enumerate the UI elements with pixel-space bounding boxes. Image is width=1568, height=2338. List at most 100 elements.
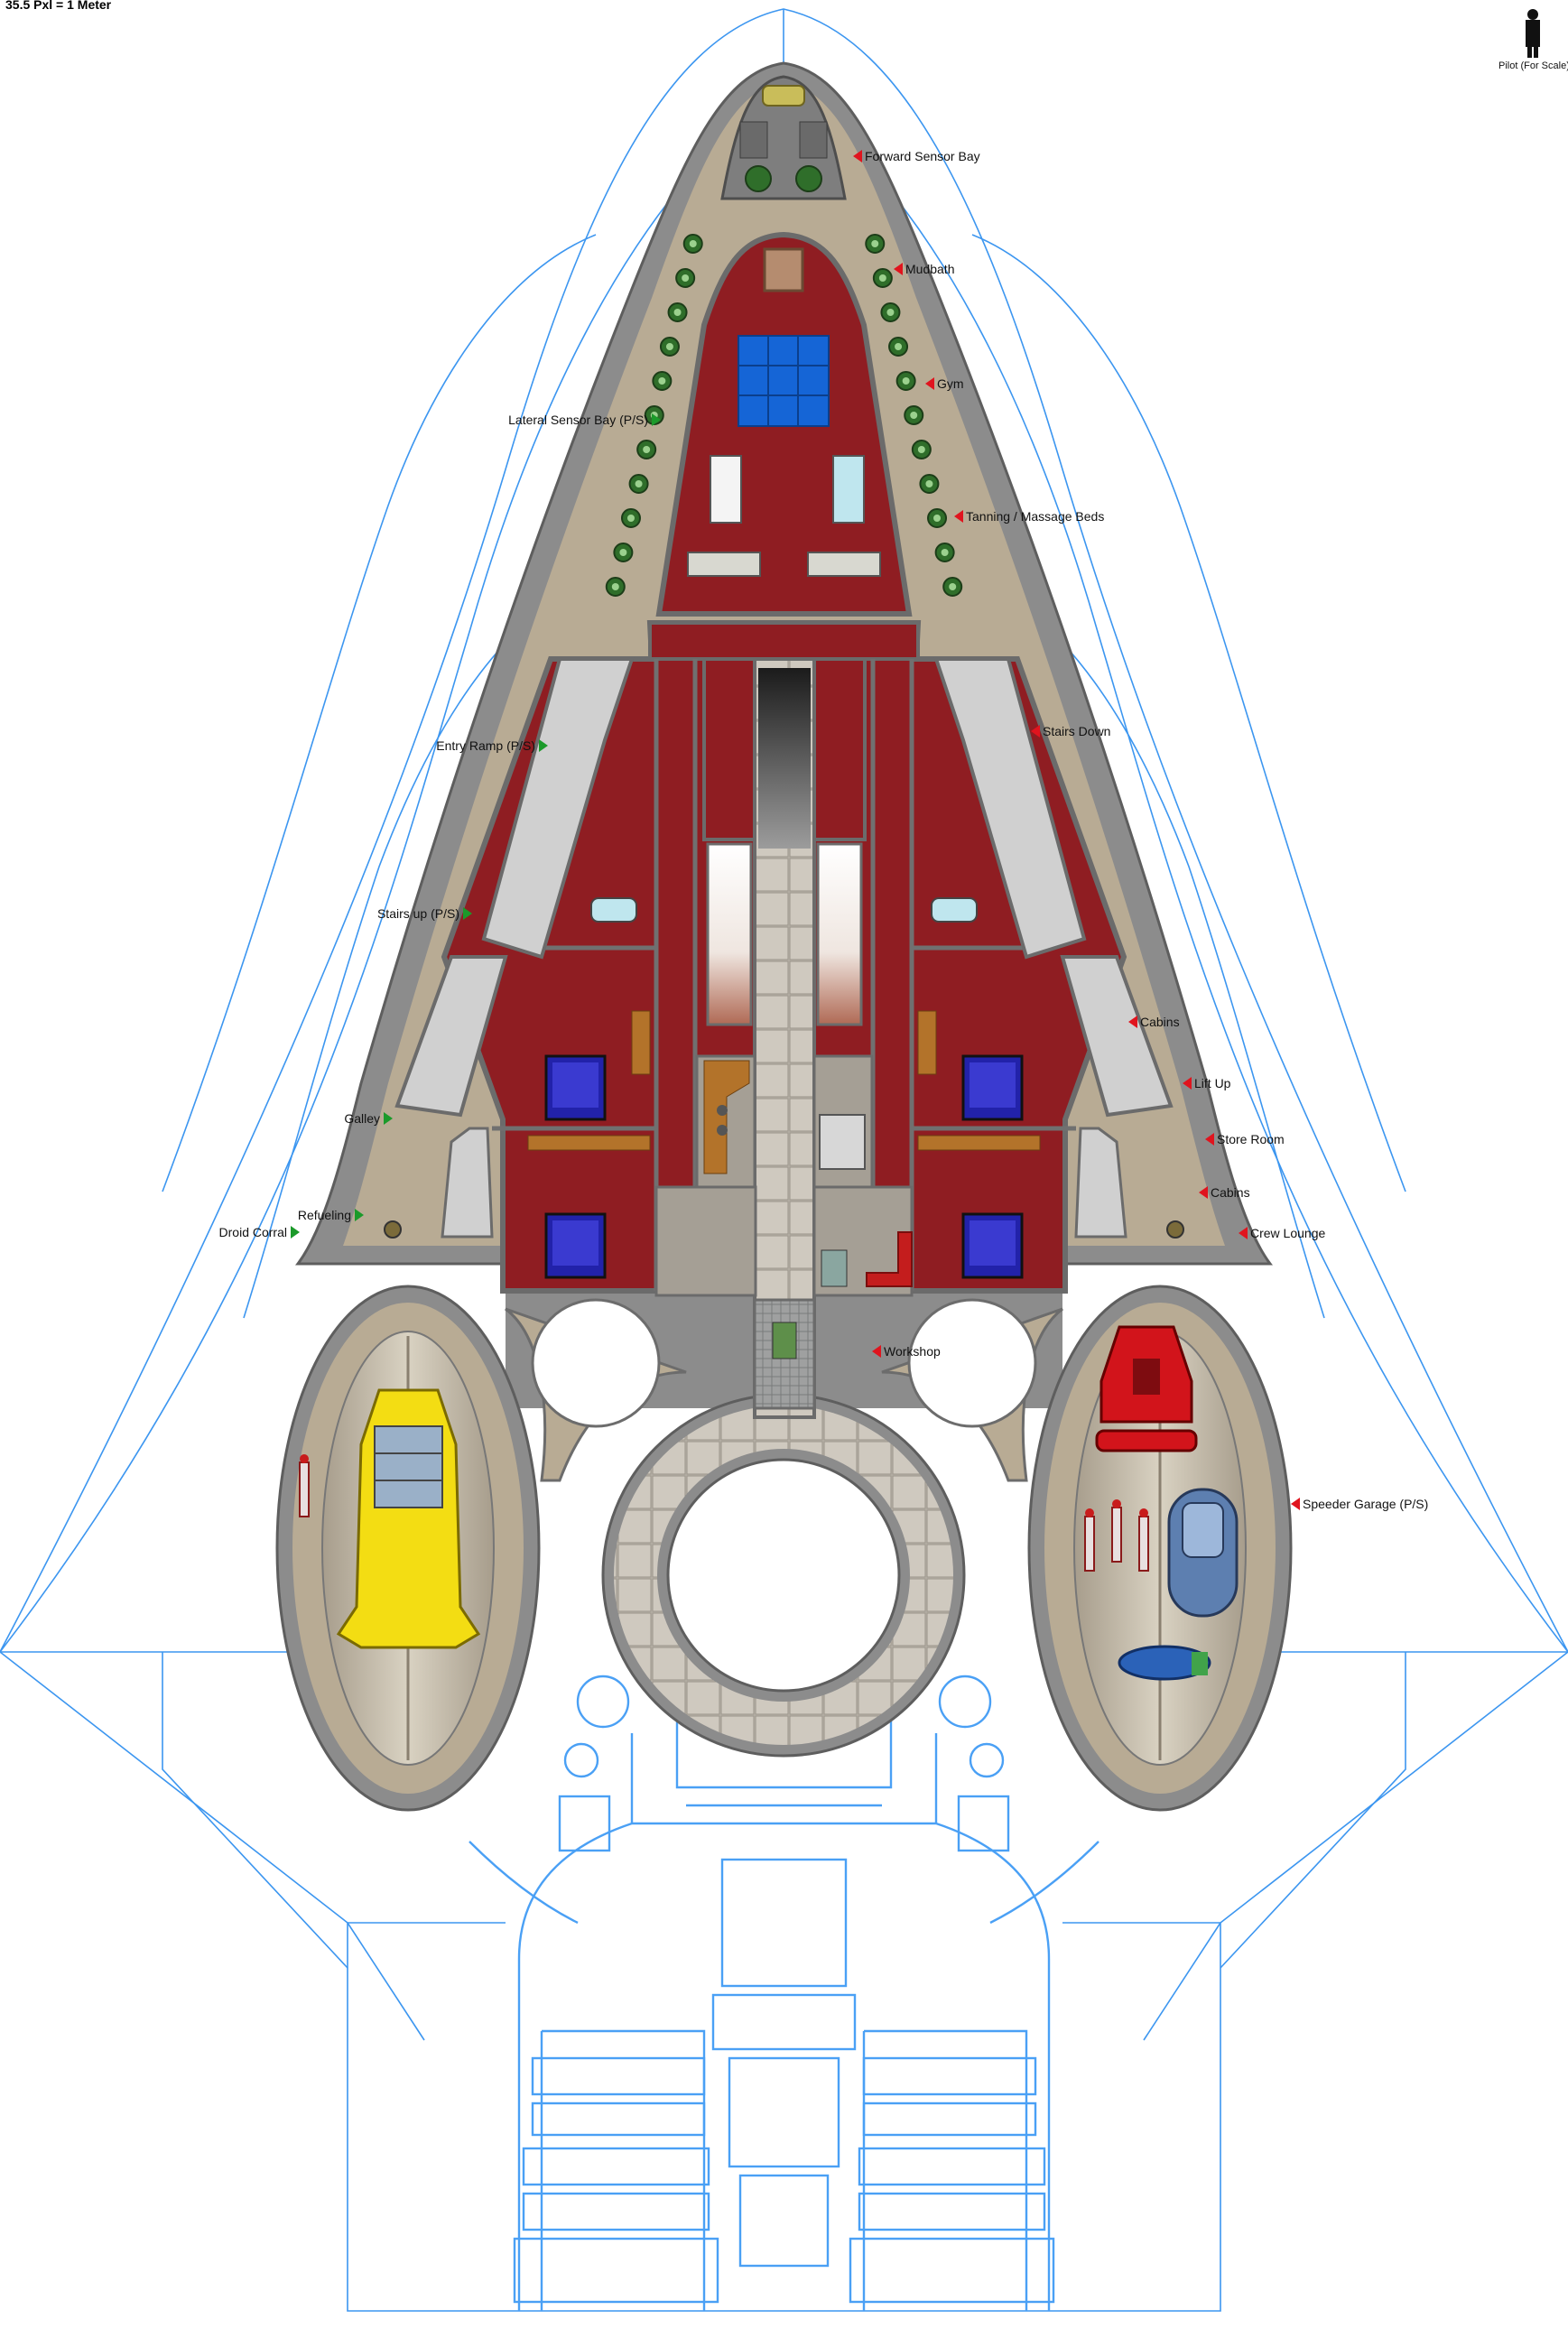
droid-head	[1112, 1499, 1121, 1508]
spa-room	[655, 231, 913, 617]
red-left-arrow-icon	[872, 1345, 881, 1358]
callout-label: Cabins	[1140, 1015, 1180, 1029]
entry-ramp-port	[481, 657, 635, 960]
green-right-arrow-icon	[355, 1209, 364, 1221]
scale-note: 35.5 Pxl = 1 Meter	[5, 0, 112, 12]
sensor-pod-core	[682, 274, 690, 282]
callout-label: Stairs up (P/S)	[377, 906, 459, 921]
green-right-arrow-icon	[384, 1112, 393, 1125]
forward-sensor-bay	[720, 75, 847, 200]
callout-label: Gym	[937, 376, 964, 391]
speeder-bike	[1118, 1645, 1211, 1681]
red-speeder	[1095, 1325, 1198, 1452]
sensor-pod-core	[933, 515, 942, 522]
sensor-pod-core	[925, 480, 933, 487]
callout-label: Forward Sensor Bay	[865, 149, 980, 163]
green-right-arrow-icon	[652, 413, 661, 426]
blue-speeder	[1167, 1488, 1239, 1618]
red-left-arrow-icon	[1205, 1133, 1214, 1146]
callout-label: Workshop	[884, 1344, 941, 1359]
droids	[299, 1454, 1149, 1572]
massage-bed	[807, 552, 881, 577]
left-callouts: Lateral Sensor Bay (P/S) Entry Ramp (P/S)…	[219, 413, 661, 1239]
callout-label: Lift Up	[1194, 1076, 1231, 1090]
tanning-bed	[832, 455, 865, 524]
sensor-pod-core	[626, 515, 635, 522]
sensor-pod-core	[910, 412, 918, 419]
callout-label: Droid Corral	[219, 1225, 287, 1239]
red-left-arrow-icon	[1239, 1227, 1248, 1239]
cabin-bed	[961, 1054, 1024, 1121]
stairs-down	[758, 668, 811, 849]
stairs-up-port	[706, 842, 753, 1026]
sensor-pod-core	[658, 377, 666, 385]
sensor-pod-core	[917, 446, 925, 453]
droid-head	[1139, 1508, 1148, 1517]
red-left-arrow-icon	[1199, 1186, 1208, 1199]
sensor-pod-core	[643, 446, 651, 453]
red-left-arrow-icon	[925, 377, 934, 390]
cabin-bed	[544, 1212, 607, 1279]
callout-label: Refueling	[298, 1208, 351, 1222]
red-left-arrow-icon	[894, 263, 903, 275]
sensor-pod-core	[886, 309, 895, 316]
droid	[1138, 1516, 1149, 1572]
sensor-pod-core	[902, 377, 910, 385]
callout-label: Stairs Down	[1043, 724, 1110, 738]
sensor-pod-core	[689, 240, 697, 247]
refuel-port	[1166, 1220, 1184, 1239]
hull-void	[907, 1298, 1037, 1428]
droid-corral	[654, 1185, 757, 1297]
hull-void	[531, 1298, 661, 1428]
pilot-caption: Pilot (For Scale)	[1498, 60, 1568, 71]
droid	[1111, 1507, 1122, 1563]
callout-label: Speeder Garage (P/S)	[1303, 1497, 1428, 1511]
sensor-pod-core	[619, 549, 627, 556]
green-right-arrow-icon	[291, 1226, 300, 1239]
cabin-bed	[544, 1054, 607, 1121]
crew-section	[394, 620, 1174, 1419]
cabin-bed	[961, 1212, 1024, 1279]
sensor-pod-core	[949, 583, 957, 590]
stairs-up-starboard	[816, 842, 863, 1026]
sensor-pod-core	[611, 583, 619, 590]
red-left-arrow-icon	[954, 510, 963, 523]
sensor-pod-core	[871, 240, 879, 247]
gym-mats	[738, 335, 830, 427]
green-right-arrow-icon	[539, 739, 548, 752]
mudbath	[763, 247, 804, 292]
green-right-arrow-icon	[463, 907, 472, 920]
callout-label: Tanning / Massage Beds	[966, 509, 1104, 524]
workshop	[753, 1298, 816, 1410]
callout-label: Mudbath	[905, 262, 954, 276]
droid-head	[300, 1454, 309, 1463]
central-ring-corridor	[601, 1393, 966, 1758]
callout-label: Entry Ramp (P/S)	[436, 738, 535, 753]
red-left-arrow-icon	[853, 150, 862, 162]
red-left-arrow-icon	[1128, 1016, 1137, 1028]
sensor-pod-core	[635, 480, 643, 487]
lateral-sensor-pods	[605, 234, 963, 597]
tanning-bed	[710, 455, 742, 524]
callout-label: Store Room	[1217, 1132, 1285, 1146]
sensor-pod-core	[665, 343, 673, 350]
droid	[1084, 1516, 1095, 1572]
callout-label: Lateral Sensor Bay (P/S)	[508, 413, 648, 427]
callout-label: Cabins	[1211, 1185, 1250, 1200]
droid-head	[1085, 1508, 1094, 1517]
droid	[299, 1461, 310, 1517]
massage-bed	[687, 552, 761, 577]
red-left-arrow-icon	[1031, 725, 1040, 738]
callout-label: Galley	[344, 1111, 380, 1126]
sensor-pod-core	[878, 274, 886, 282]
entry-ramp-starboard	[933, 657, 1087, 960]
red-left-arrow-icon	[1291, 1498, 1300, 1510]
sensor-pod-core	[673, 309, 682, 316]
hull-blueprint	[0, 8, 1568, 2312]
red-left-arrow-icon	[1183, 1077, 1192, 1090]
yellow-speeder	[336, 1388, 481, 1649]
pilot-figure	[1526, 9, 1540, 58]
refuel-port	[384, 1220, 402, 1239]
